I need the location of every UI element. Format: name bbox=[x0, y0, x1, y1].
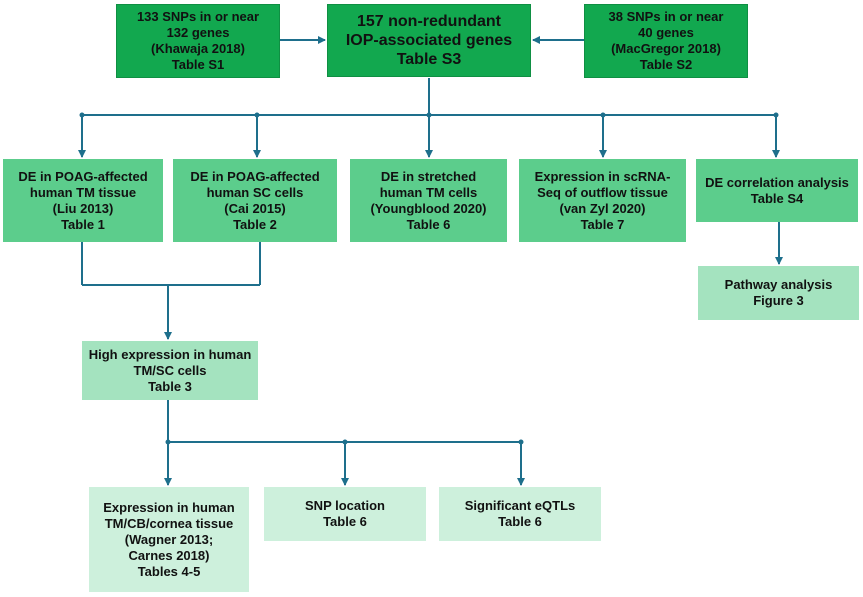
youngblood-line-4: Table 6 bbox=[406, 216, 451, 232]
cai-line-1: DE in POAG-affected bbox=[190, 168, 320, 184]
liu-line-4: Table 1 bbox=[61, 216, 105, 232]
wagner-expression-box: Expression in human TM/CB/cornea tissue … bbox=[89, 487, 249, 592]
macgregor-line-4: Table S2 bbox=[639, 57, 693, 72]
cai-de-box: DE in POAG-affected human SC cells (Cai … bbox=[173, 159, 337, 242]
wagner-line-2: TM/CB/cornea tissue bbox=[104, 515, 234, 531]
vanzyl-line-3: (van Zyl 2020) bbox=[559, 200, 646, 216]
junction-dot-4 bbox=[600, 112, 606, 118]
liu-line-3: (Liu 2013) bbox=[52, 200, 114, 216]
youngblood-line-1: DE in stretched bbox=[380, 168, 477, 184]
junction-dot-6 bbox=[165, 439, 171, 445]
wagner-line-5: Tables 4-5 bbox=[137, 563, 201, 579]
snploc-line-1: SNP location bbox=[305, 498, 385, 513]
significant-eqtls-box: Significant eQTLs Table 6 bbox=[439, 487, 601, 541]
khawaja-line-3: (Khawaja 2018) bbox=[151, 41, 245, 56]
macgregor-snps-box: 38 SNPs in or near 40 genes (MacGregor 2… bbox=[584, 4, 748, 78]
central-line-2: IOP-associated genes bbox=[345, 32, 513, 49]
youngblood-line-3: (Youngblood 2020) bbox=[370, 200, 487, 216]
eqtl-line-1: Significant eQTLs bbox=[464, 498, 576, 513]
wagner-line-1: Expression in human bbox=[103, 499, 235, 515]
youngblood-line-2: human TM cells bbox=[379, 184, 478, 200]
snploc-line-2: Table 6 bbox=[323, 514, 367, 529]
vanzyl-line-2: Seq of outflow tissue bbox=[537, 184, 668, 200]
highexpr-line-1: High expression in human bbox=[88, 346, 252, 362]
highexpr-line-3: Table 3 bbox=[148, 378, 192, 394]
pathway-line-2: Figure 3 bbox=[753, 293, 804, 308]
macgregor-line-3: (MacGregor 2018) bbox=[611, 41, 721, 56]
eqtl-line-2: Table 6 bbox=[498, 514, 542, 529]
junction-dot-7 bbox=[342, 439, 348, 445]
central-line-1: 157 non-redundant bbox=[356, 13, 501, 30]
decorr-line-2: Table S4 bbox=[750, 190, 804, 206]
khawaja-line-1: 133 SNPs in or near bbox=[136, 9, 260, 24]
central-line-3: Table S3 bbox=[396, 51, 462, 68]
junction-dot-3 bbox=[426, 112, 432, 118]
highexpr-line-2: TM/SC cells bbox=[133, 362, 207, 378]
vanzyl-line-4: Table 7 bbox=[580, 216, 625, 232]
cai-line-4: Table 2 bbox=[233, 216, 277, 232]
cai-line-3: (Cai 2015) bbox=[224, 200, 286, 216]
central-genes-box: 157 non-redundant IOP-associated genes T… bbox=[327, 4, 531, 77]
pathway-analysis-box: Pathway analysis Figure 3 bbox=[698, 266, 859, 320]
macgregor-line-2: 40 genes bbox=[638, 25, 694, 40]
pathway-line-1: Pathway analysis bbox=[724, 277, 833, 292]
high-expression-box: High expression in human TM/SC cells Tab… bbox=[82, 341, 258, 400]
junction-dot-1 bbox=[79, 112, 85, 118]
liu-line-2: human TM tissue bbox=[29, 184, 137, 200]
youngblood-de-box: DE in stretched human TM cells (Youngblo… bbox=[350, 159, 507, 242]
khawaja-line-2: 132 genes bbox=[166, 25, 230, 40]
de-correlation-box: DE correlation analysis Table S4 bbox=[696, 159, 858, 222]
macgregor-line-1: 38 SNPs in or near bbox=[608, 9, 724, 24]
decorr-line-1: DE correlation analysis bbox=[705, 174, 849, 190]
junction-dot-8 bbox=[518, 439, 524, 445]
liu-line-1: DE in POAG-affected bbox=[18, 168, 148, 184]
cai-line-2: human SC cells bbox=[206, 184, 304, 200]
vanzyl-expression-box: Expression in scRNA- Seq of outflow tiss… bbox=[519, 159, 686, 242]
wagner-line-3: (Wagner 2013; bbox=[124, 531, 214, 547]
khawaja-snps-box: 133 SNPs in or near 132 genes (Khawaja 2… bbox=[116, 4, 280, 78]
khawaja-line-4: Table S1 bbox=[171, 57, 225, 72]
vanzyl-line-1: Expression in scRNA- bbox=[534, 168, 671, 184]
snp-location-box: SNP location Table 6 bbox=[264, 487, 426, 541]
junction-dot-2 bbox=[254, 112, 260, 118]
liu-de-box: DE in POAG-affected human TM tissue (Liu… bbox=[3, 159, 163, 242]
junction-dot-5 bbox=[773, 112, 779, 118]
wagner-line-4: Carnes 2018) bbox=[128, 547, 210, 563]
